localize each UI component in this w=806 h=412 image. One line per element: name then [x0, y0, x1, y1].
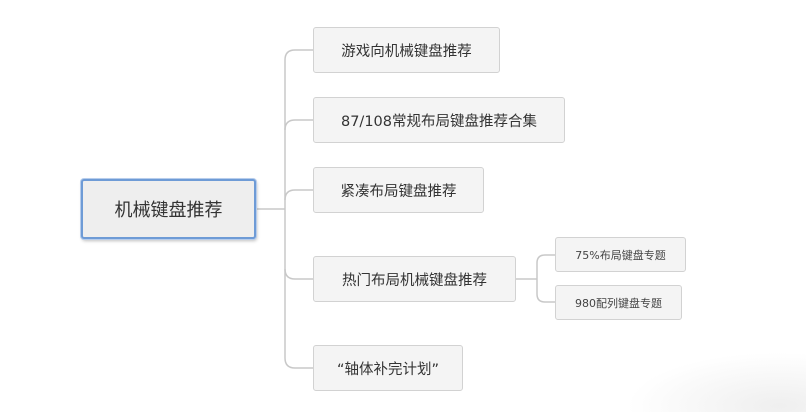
- root-topic-node[interactable]: 机械键盘推荐: [81, 179, 256, 239]
- connector-branch-2: [284, 189, 313, 201]
- branch-node-87-108-layout[interactable]: 87/108常规布局键盘推荐合集: [313, 97, 565, 143]
- branch-node-compact-layout[interactable]: 紧凑布局键盘推荐: [313, 167, 484, 213]
- connector-sub-0-and-1: [536, 254, 555, 303]
- subtopic-node-75-percent[interactable]: 75%布局键盘专题: [555, 237, 686, 272]
- branch-label: 紧凑布局键盘推荐: [340, 183, 457, 200]
- branch-label: “轴体补完计划”: [336, 361, 440, 378]
- branch-node-popular-layout[interactable]: 热门布局机械键盘推荐: [313, 256, 516, 302]
- connector-branch-1: [284, 119, 313, 131]
- branch-node-switch-plan[interactable]: “轴体补完计划”: [313, 345, 463, 391]
- subtopic-node-980-layout[interactable]: 980配列键盘专题: [555, 285, 682, 320]
- branch-node-gaming-keyboards[interactable]: 游戏向机械键盘推荐: [313, 27, 500, 73]
- connector-branch-3: [284, 268, 313, 280]
- subtopic-label: 75%布局键盘专题: [575, 248, 666, 262]
- connector-branch-0: [284, 49, 313, 369]
- subtopic-label: 980配列键盘专题: [575, 296, 662, 310]
- root-topic-label: 机械键盘推荐: [114, 200, 223, 221]
- branch-label: 87/108常规布局键盘推荐合集: [340, 113, 537, 130]
- branch-label: 游戏向机械键盘推荐: [341, 43, 472, 60]
- branch-label: 热门布局机械键盘推荐: [342, 272, 487, 289]
